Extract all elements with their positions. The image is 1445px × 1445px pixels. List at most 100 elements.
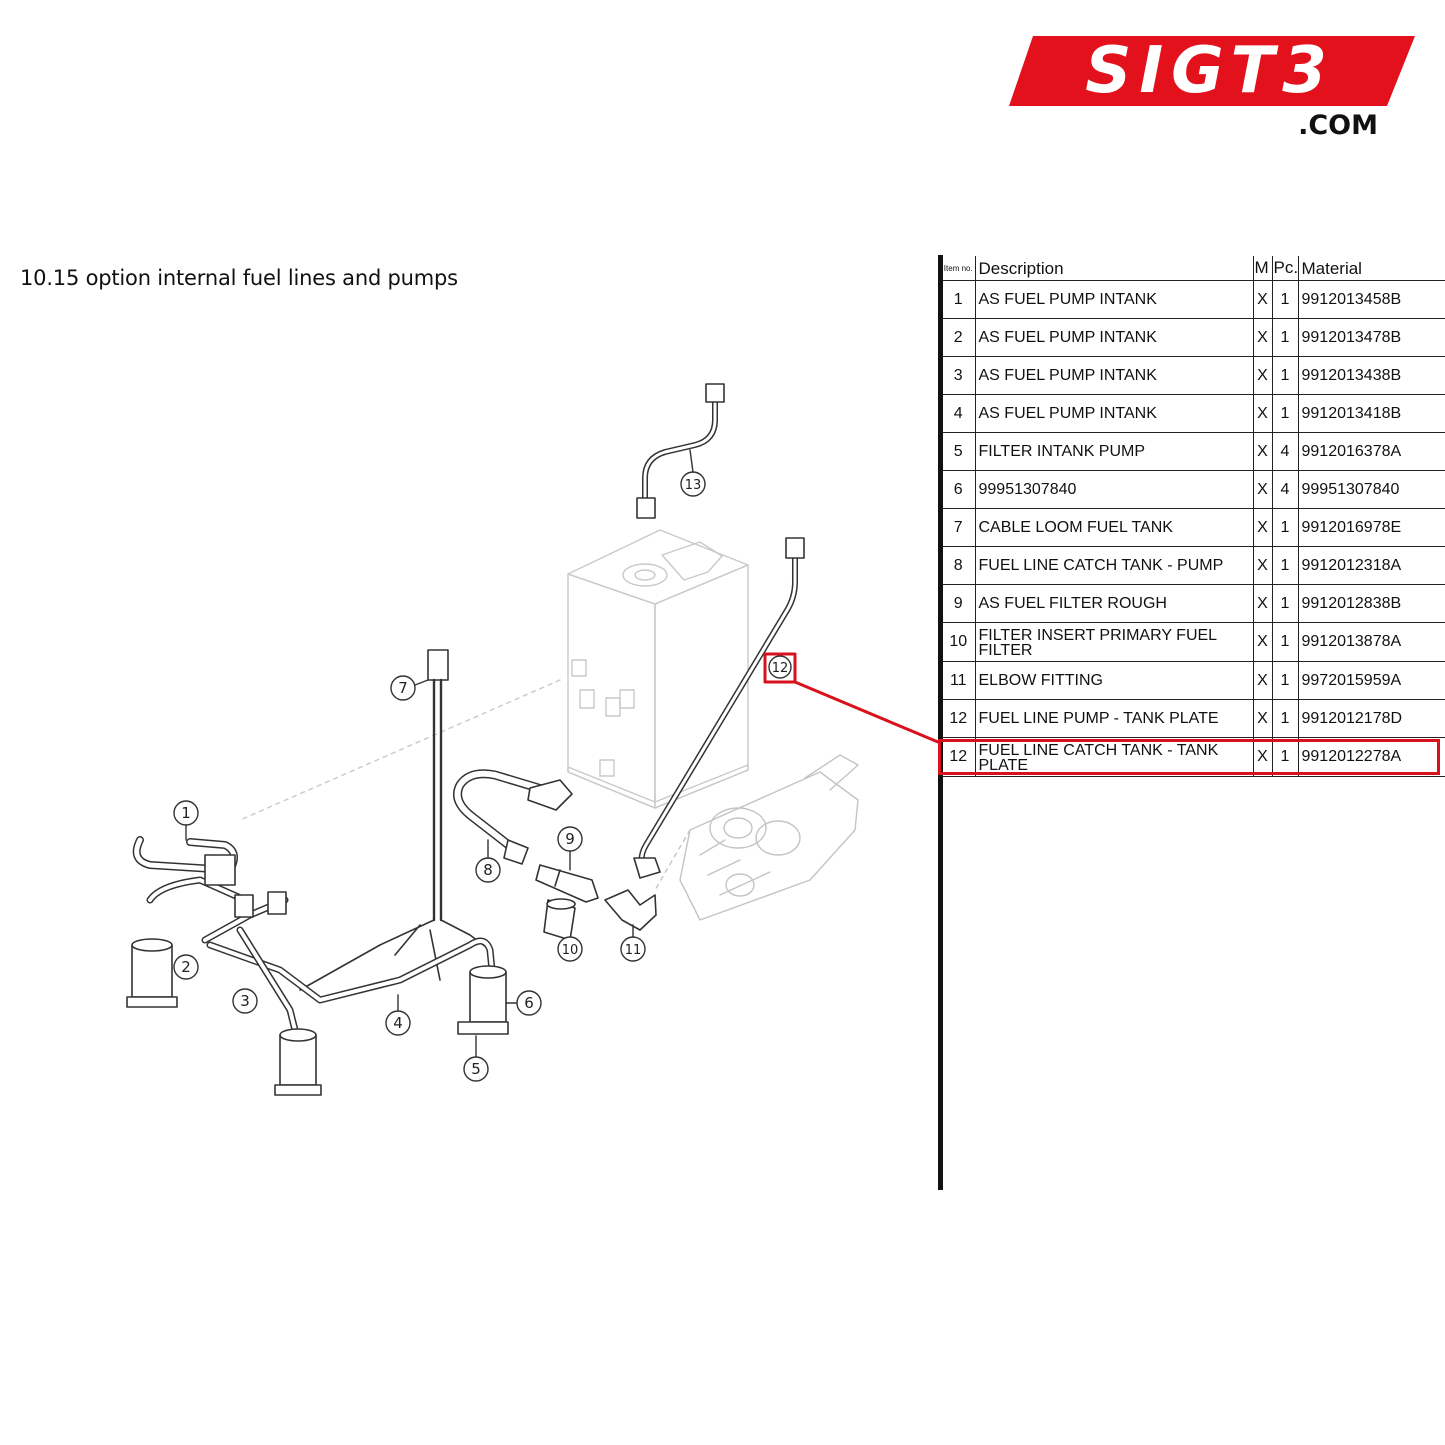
svg-text:8: 8 xyxy=(483,861,493,879)
row-m: X xyxy=(1253,546,1273,585)
row-description: FILTER INTANK PUMP xyxy=(975,432,1254,471)
logo-mark: SIGT3 xyxy=(1009,34,1415,108)
fuel-line-12 xyxy=(633,537,805,879)
callout-11: 11 xyxy=(620,924,646,962)
svg-text:10: 10 xyxy=(562,943,579,958)
row-material[interactable]: 9912013438B xyxy=(1298,356,1445,395)
pump-block xyxy=(654,754,859,921)
table-divider xyxy=(938,255,943,1190)
logo-text: SIGT3 xyxy=(1085,34,1335,108)
elbow-fitting-11 xyxy=(604,889,657,931)
row-description: AS FUEL PUMP INTANK xyxy=(975,318,1254,357)
row-item: 4 xyxy=(942,394,976,433)
row-m: X xyxy=(1253,470,1273,509)
callout-6: 6 xyxy=(505,990,542,1016)
callout-12: 12 xyxy=(768,655,792,679)
header-description: Description xyxy=(975,256,1254,281)
row-material[interactable]: 9912013458B xyxy=(1298,280,1445,319)
row-pc: 1 xyxy=(1272,546,1299,585)
row-material[interactable]: 9912012178D xyxy=(1298,699,1445,738)
callout-2: 2 xyxy=(173,954,199,980)
row-pc: 1 xyxy=(1272,394,1299,433)
row-material[interactable]: 9912016978E xyxy=(1298,508,1445,547)
row-item: 12 xyxy=(942,737,976,777)
row-description: FUEL LINE CATCH TANK - PUMP xyxy=(975,546,1254,585)
row-item: 8 xyxy=(942,546,976,585)
callout-3: 3 xyxy=(232,988,258,1014)
row-material[interactable]: 9912013478B xyxy=(1298,318,1445,357)
row-material[interactable]: 9972015959A xyxy=(1298,661,1445,700)
row-description: FUEL LINE PUMP - TANK PLATE xyxy=(975,699,1254,738)
row-description: AS FUEL PUMP INTANK xyxy=(975,394,1254,433)
row-material[interactable]: 9912012838B xyxy=(1298,584,1445,623)
row-material[interactable]: 9912012318A xyxy=(1298,546,1445,585)
row-pc: 1 xyxy=(1272,356,1299,395)
row-material[interactable]: 99951307840 xyxy=(1298,470,1445,509)
row-description: 99951307840 xyxy=(975,470,1254,509)
svg-text:4: 4 xyxy=(393,1014,403,1032)
cable-loom-7 xyxy=(299,649,491,991)
row-pc: 1 xyxy=(1272,584,1299,623)
svg-text:3: 3 xyxy=(240,992,250,1010)
svg-text:7: 7 xyxy=(398,679,408,697)
pump-assembly xyxy=(126,836,509,1096)
row-item: 6 xyxy=(942,470,976,509)
callout-1: 1 xyxy=(173,800,199,841)
row-pc: 1 xyxy=(1272,508,1299,547)
row-m: X xyxy=(1253,699,1273,738)
row-pc: 1 xyxy=(1272,280,1299,319)
fuel-system-diagram: 1 2 3 4 5 6 7 8 9 10 11 12 13 xyxy=(126,383,940,1096)
row-material[interactable]: 9912016378A xyxy=(1298,432,1445,471)
row-m: X xyxy=(1253,432,1273,471)
callout-9: 9 xyxy=(557,826,583,871)
svg-text:1: 1 xyxy=(181,804,191,822)
callout-13: 13 xyxy=(680,449,706,497)
callout-5: 5 xyxy=(463,1035,489,1082)
filter-insert-10 xyxy=(543,898,576,941)
header-item-no: Item no. xyxy=(942,256,976,281)
row-description: FILTER INSERT PRIMARY FUEL FILTER xyxy=(975,622,1254,662)
row-pc: 4 xyxy=(1272,432,1299,471)
row-pc: 1 xyxy=(1272,318,1299,357)
row-description: FUEL LINE CATCH TANK - TANK PLATE xyxy=(975,737,1254,777)
row-item: 3 xyxy=(942,356,976,395)
row-item: 9 xyxy=(942,584,976,623)
row-material[interactable]: 9912012278A xyxy=(1298,737,1445,777)
callout-7: 7 xyxy=(390,675,429,701)
row-description: AS FUEL PUMP INTANK xyxy=(975,356,1254,395)
fuel-filter-9 xyxy=(535,864,599,903)
svg-text:11: 11 xyxy=(625,943,642,958)
svg-text:2: 2 xyxy=(181,958,191,976)
header-m: M xyxy=(1253,256,1273,281)
row-pc: 1 xyxy=(1272,737,1299,777)
table-header: Item no. Description M Pc. Material xyxy=(942,256,1445,281)
svg-text:12: 12 xyxy=(772,661,789,676)
row-material[interactable]: 9912013418B xyxy=(1298,394,1445,433)
header-material: Material xyxy=(1298,256,1445,281)
row-m: X xyxy=(1253,661,1273,700)
callout-8: 8 xyxy=(475,839,501,883)
row-m: X xyxy=(1253,280,1273,319)
sigt3-logo[interactable]: SIGT3 .COM xyxy=(1005,32,1420,142)
logo-domain: .COM xyxy=(1298,110,1378,141)
header-pc: Pc. xyxy=(1272,256,1299,281)
row-item: 7 xyxy=(942,508,976,547)
row-pc: 1 xyxy=(1272,661,1299,700)
row-item: 10 xyxy=(942,622,976,662)
row-description: AS FUEL FILTER ROUGH xyxy=(975,584,1254,623)
row-material[interactable]: 9912013878A xyxy=(1298,622,1445,662)
row-m: X xyxy=(1253,737,1273,777)
